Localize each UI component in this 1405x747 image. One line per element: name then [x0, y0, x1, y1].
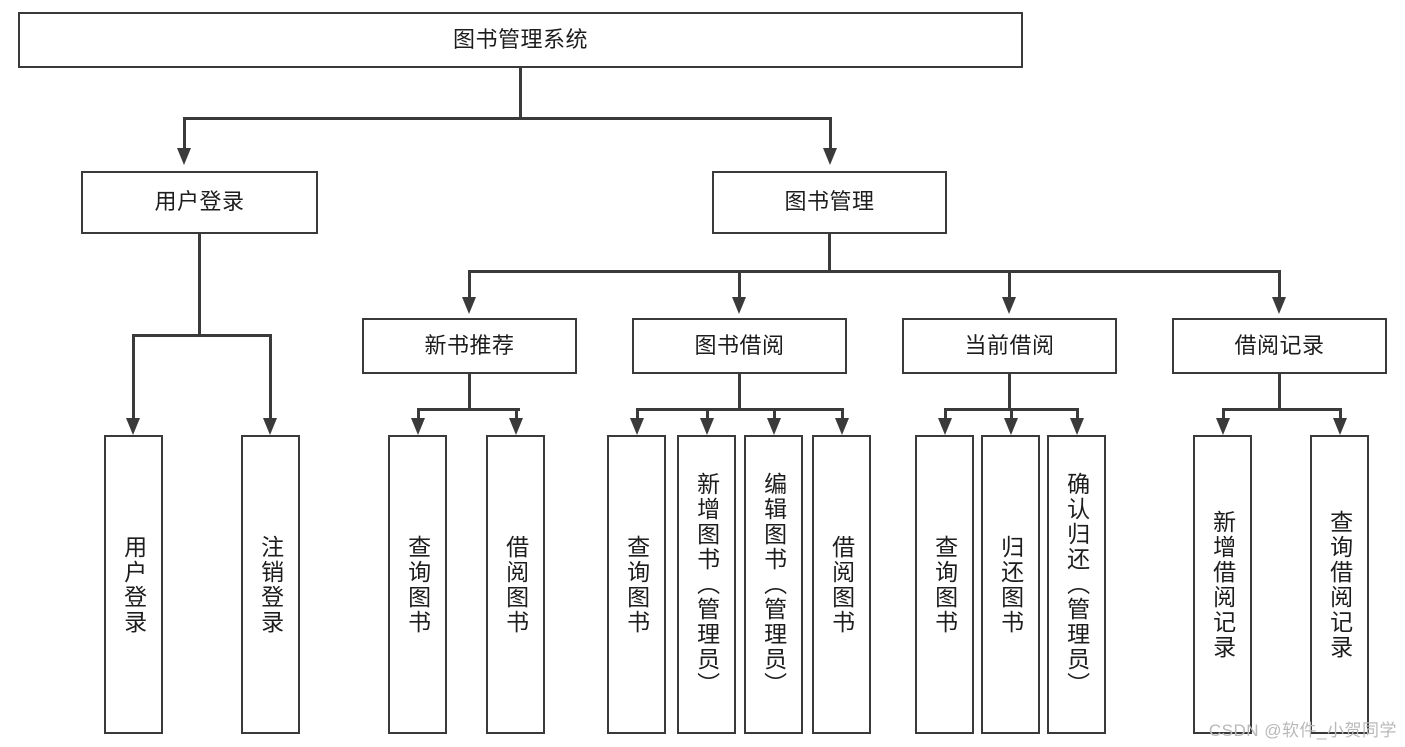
arrowhead-bm-to-new-book: [462, 297, 476, 314]
node-book-borrow[interactable]: 图书借阅: [632, 318, 847, 374]
node-label: 借阅图书: [828, 534, 855, 635]
node-label: 查询图书: [404, 534, 431, 635]
node-root-library-system[interactable]: 图书管理系统: [18, 12, 1023, 68]
node-label: 借阅记录: [1234, 332, 1325, 358]
arrowhead-bb-to-leaf-3: [767, 418, 781, 435]
node-label: 编辑图书（管理员）: [760, 472, 787, 697]
leaf-br-query-record[interactable]: 查询借阅记录: [1310, 435, 1369, 734]
leaf-cb-query-book[interactable]: 查询图书: [915, 435, 974, 734]
node-user-login[interactable]: 用户登录: [81, 171, 318, 234]
leaf-cb-return-book[interactable]: 归还图书: [981, 435, 1040, 734]
edge-user-login-bar: [132, 334, 271, 337]
leaf-br-add-record[interactable]: 新增借阅记录: [1193, 435, 1252, 734]
edge-root-stem: [519, 68, 522, 119]
node-label: 图书管理: [784, 189, 875, 215]
edge-br-bar: [1222, 408, 1341, 411]
leaf-bb-query-book[interactable]: 查询图书: [607, 435, 666, 734]
arrowhead-bb-to-leaf-2: [700, 418, 714, 435]
edge-cb-stem: [1008, 374, 1011, 410]
node-label: 用户登录: [120, 534, 147, 635]
leaf-cb-confirm-return-admin[interactable]: 确认归还（管理员）: [1047, 435, 1106, 734]
edge-bb-to-leaf-2: [706, 408, 709, 420]
edge-bm-to-current-borrow: [1008, 270, 1011, 298]
edge-br-stem: [1278, 374, 1281, 410]
edge-bb-stem: [738, 374, 741, 410]
node-label: 查询借阅记录: [1326, 509, 1353, 660]
edge-user-login-to-leaf-2: [269, 334, 272, 419]
node-label: 注销登录: [257, 534, 284, 635]
edge-cb-to-leaf-1: [944, 408, 947, 420]
edge-nbr-to-leaf-2: [515, 408, 518, 420]
edge-book-management-bar: [468, 270, 1280, 273]
node-label: 查询图书: [931, 534, 958, 635]
node-label: 归还图书: [997, 534, 1024, 635]
node-label: 确认归还（管理员）: [1063, 472, 1090, 697]
arrowhead-br-to-leaf-1: [1216, 418, 1230, 435]
edge-nbr-bar: [417, 408, 520, 411]
edge-nbr-to-leaf-1: [417, 408, 420, 420]
leaf-bb-edit-book-admin[interactable]: 编辑图书（管理员）: [744, 435, 803, 734]
edge-book-management-stem: [828, 234, 831, 272]
arrowhead-bm-to-book-borrow: [732, 297, 746, 314]
arrowhead-bm-to-borrow-record: [1272, 297, 1286, 314]
leaf-user-login-logout[interactable]: 注销登录: [241, 435, 300, 734]
node-book-management[interactable]: 图书管理: [712, 171, 947, 234]
arrowhead-root-to-book-manage: [823, 148, 837, 165]
edge-root-to-book-manage: [829, 117, 832, 149]
node-borrow-record[interactable]: 借阅记录: [1172, 318, 1387, 374]
arrowhead-bb-to-leaf-1: [630, 418, 644, 435]
node-new-book-recommend[interactable]: 新书推荐: [362, 318, 577, 374]
leaf-nbr-borrow-book[interactable]: 借阅图书: [486, 435, 545, 734]
edge-nbr-stem: [468, 374, 471, 410]
edge-bb-to-leaf-4: [841, 408, 844, 420]
edge-cb-to-leaf-2: [1010, 408, 1013, 420]
node-label: 图书借阅: [694, 332, 785, 358]
edge-bm-to-borrow-record: [1278, 270, 1281, 298]
leaf-bb-borrow-book[interactable]: 借阅图书: [812, 435, 871, 734]
node-label: 当前借阅: [964, 332, 1055, 358]
leaf-bb-add-book-admin[interactable]: 新增图书（管理员）: [677, 435, 736, 734]
edge-root-bar: [183, 117, 832, 120]
node-current-borrow[interactable]: 当前借阅: [902, 318, 1117, 374]
arrowhead-cb-to-leaf-1: [938, 418, 952, 435]
arrowhead-nbr-to-leaf-1: [411, 418, 425, 435]
edge-user-login-to-leaf-1: [132, 334, 135, 419]
edge-br-to-leaf-1: [1222, 408, 1225, 420]
arrowhead-cb-to-leaf-3: [1070, 418, 1084, 435]
node-label: 新书推荐: [424, 332, 515, 358]
node-label: 用户登录: [154, 189, 245, 215]
leaf-nbr-query-book[interactable]: 查询图书: [388, 435, 447, 734]
edge-bb-bar: [636, 408, 843, 411]
edge-root-to-user-login: [183, 117, 186, 149]
node-label: 查询图书: [623, 534, 650, 635]
node-label: 借阅图书: [502, 534, 529, 635]
edge-bm-to-new-book: [468, 270, 471, 298]
arrowhead-bm-to-current-borrow: [1002, 297, 1016, 314]
arrowhead-user-login-to-leaf-2: [263, 418, 277, 435]
node-label: 新增借阅记录: [1209, 509, 1236, 660]
arrowhead-nbr-to-leaf-2: [509, 418, 523, 435]
arrowhead-bb-to-leaf-4: [835, 418, 849, 435]
edge-br-to-leaf-2: [1339, 408, 1342, 420]
edge-user-login-stem: [198, 234, 201, 336]
arrowhead-br-to-leaf-2: [1333, 418, 1347, 435]
node-label: 图书管理系统: [452, 26, 588, 52]
edge-bm-to-book-borrow: [738, 270, 741, 298]
arrowhead-root-to-user-login: [177, 148, 191, 165]
edge-bb-to-leaf-1: [636, 408, 639, 420]
edge-bb-to-leaf-3: [773, 408, 776, 420]
arrowhead-user-login-to-leaf-1: [126, 418, 140, 435]
arrowhead-cb-to-leaf-2: [1004, 418, 1018, 435]
edge-cb-to-leaf-3: [1076, 408, 1079, 420]
node-label: 新增图书（管理员）: [693, 472, 720, 697]
leaf-user-login-login[interactable]: 用户登录: [104, 435, 163, 734]
